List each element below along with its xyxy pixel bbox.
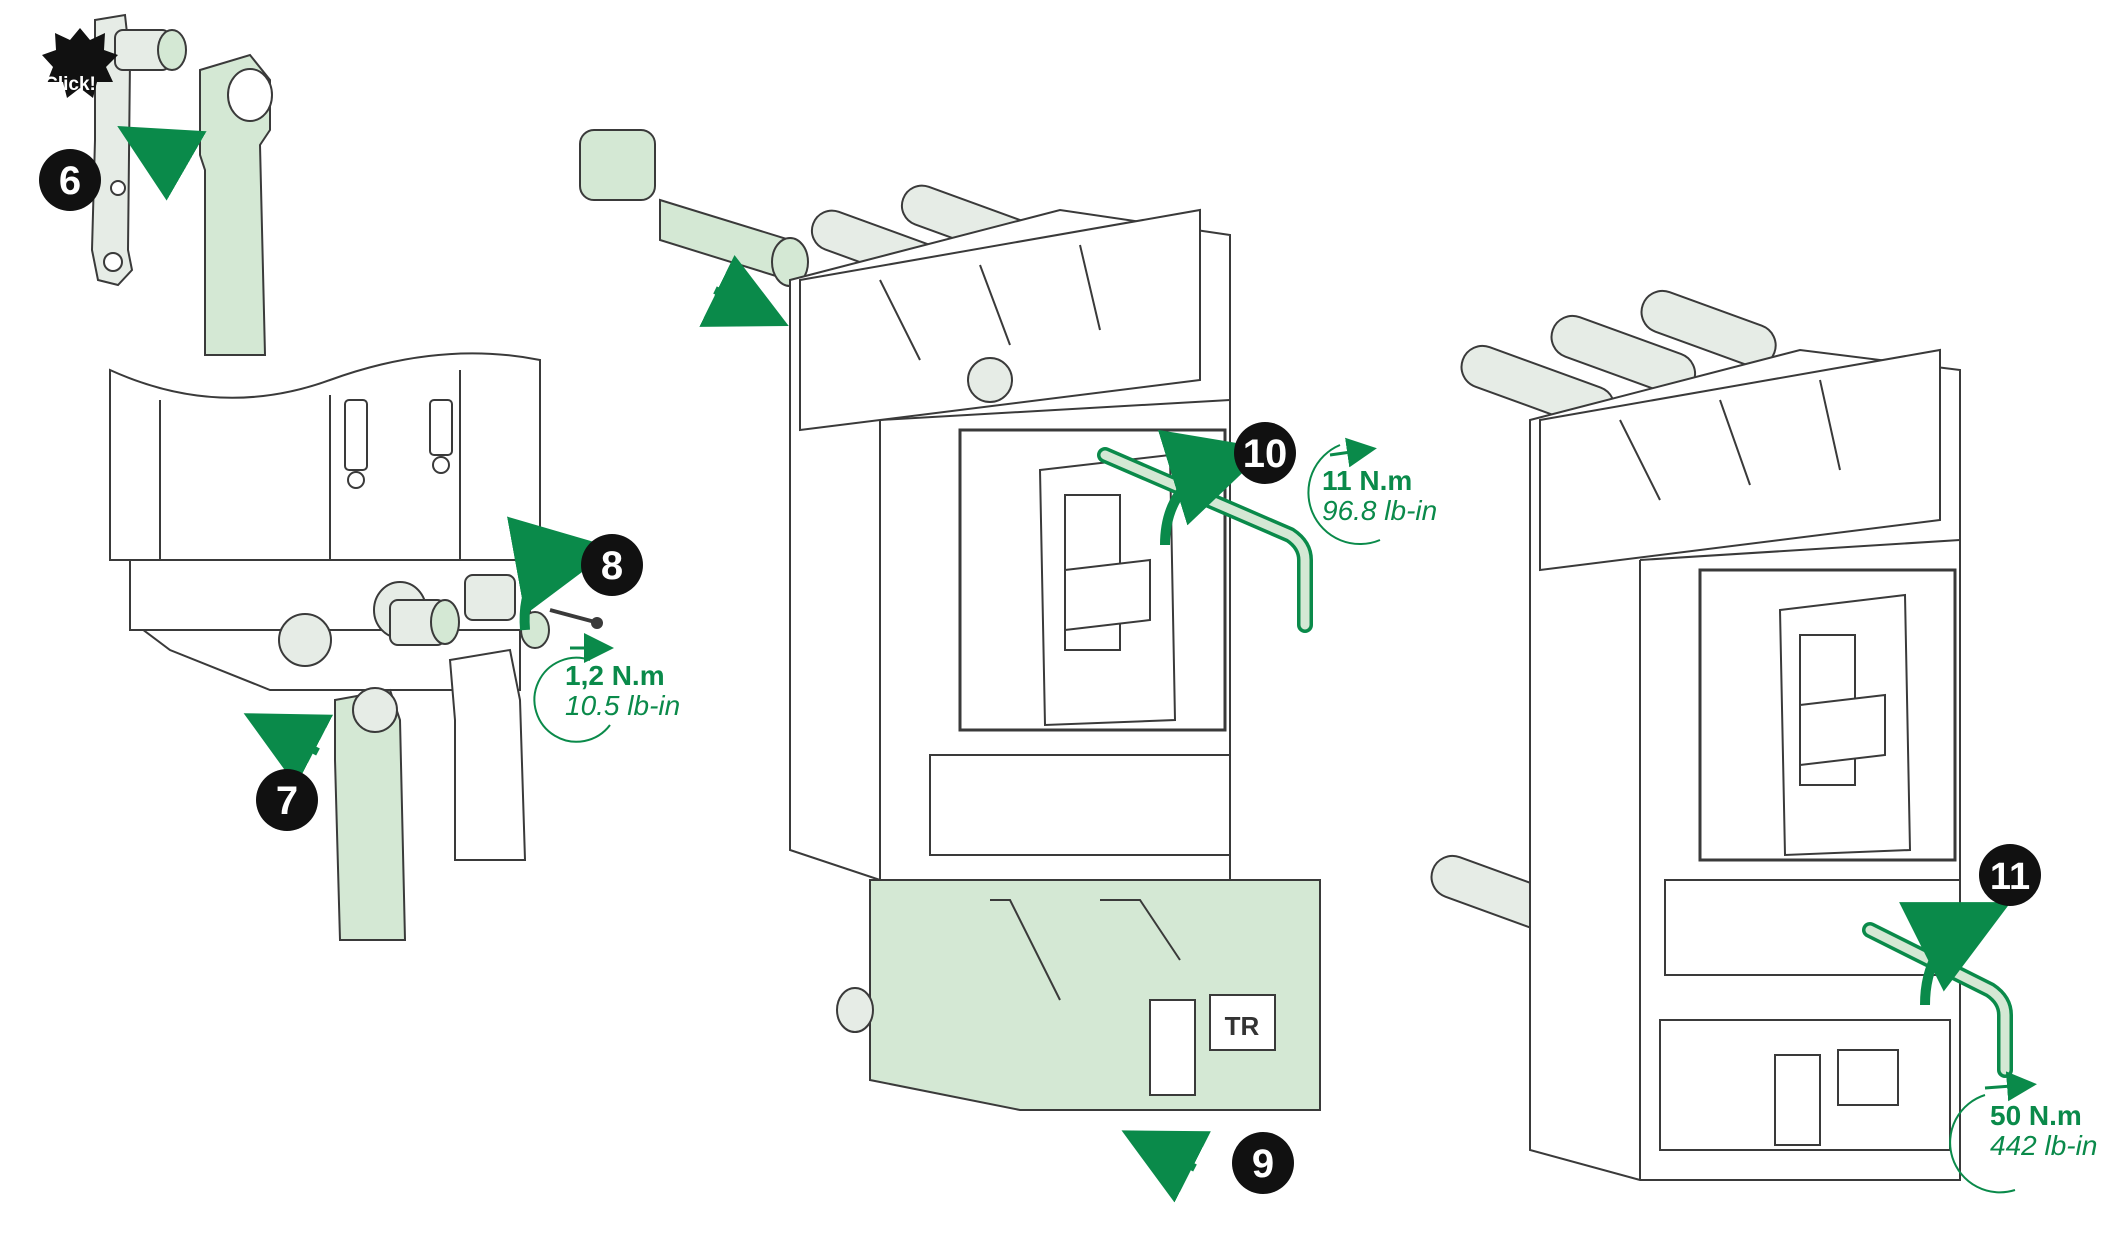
arrow-icon bbox=[243, 713, 334, 786]
rotation-arrow-icon bbox=[1898, 902, 2011, 1006]
screw-icon bbox=[549, 608, 596, 624]
rotation-arrow-icon bbox=[507, 516, 615, 631]
arrow-icon bbox=[117, 126, 207, 201]
rotation-arrow-icon bbox=[1157, 429, 1269, 546]
step-number: 9 bbox=[1252, 1142, 1274, 1186]
step-number: 11 bbox=[1990, 856, 2030, 898]
click-label: Click! bbox=[44, 74, 96, 95]
arrow-icon bbox=[1121, 1130, 1211, 1203]
step-badge-11: 11 bbox=[1979, 844, 2041, 906]
torque-imperial: 96.8 lb-in bbox=[1322, 495, 1437, 526]
step-number: 6 bbox=[59, 159, 81, 203]
bracket-assembly-step6 bbox=[90, 13, 273, 356]
arrow-icon bbox=[699, 254, 789, 327]
breaker-right bbox=[1430, 289, 2013, 1181]
breaker-middle: TR bbox=[579, 129, 1321, 1203]
torque-metric: 1,2 N.m bbox=[565, 660, 665, 691]
torque-imperial: 10.5 lb-in bbox=[565, 690, 680, 721]
trip-unit-label: TR bbox=[1225, 1011, 1260, 1041]
torque-label-step8: 1,2 N.m 10.5 lb-in bbox=[533, 633, 680, 743]
step-badge-8: 8 bbox=[581, 534, 643, 596]
step-badge-10: 10 bbox=[1234, 422, 1296, 484]
terminal-base-assembly bbox=[109, 352, 615, 941]
step-number: 8 bbox=[601, 544, 623, 588]
torque-label-step10: 11 N.m 96.8 lb-in bbox=[1307, 437, 1437, 545]
step-number: 10 bbox=[1243, 432, 1288, 476]
step-badge-7: 7 bbox=[256, 769, 318, 831]
torque-label-step11: 50 N.m 442 lb-in bbox=[1949, 1071, 2097, 1194]
torque-metric: 11 N.m bbox=[1322, 465, 1412, 496]
click-burst-icon: Click! bbox=[42, 28, 118, 98]
step-badge-6: 6 bbox=[39, 149, 101, 211]
torque-metric: 50 N.m bbox=[1990, 1100, 2082, 1131]
torque-imperial: 442 lb-in bbox=[1990, 1130, 2097, 1161]
step-number: 7 bbox=[276, 779, 298, 823]
step-badge-9: 9 bbox=[1232, 1132, 1294, 1194]
